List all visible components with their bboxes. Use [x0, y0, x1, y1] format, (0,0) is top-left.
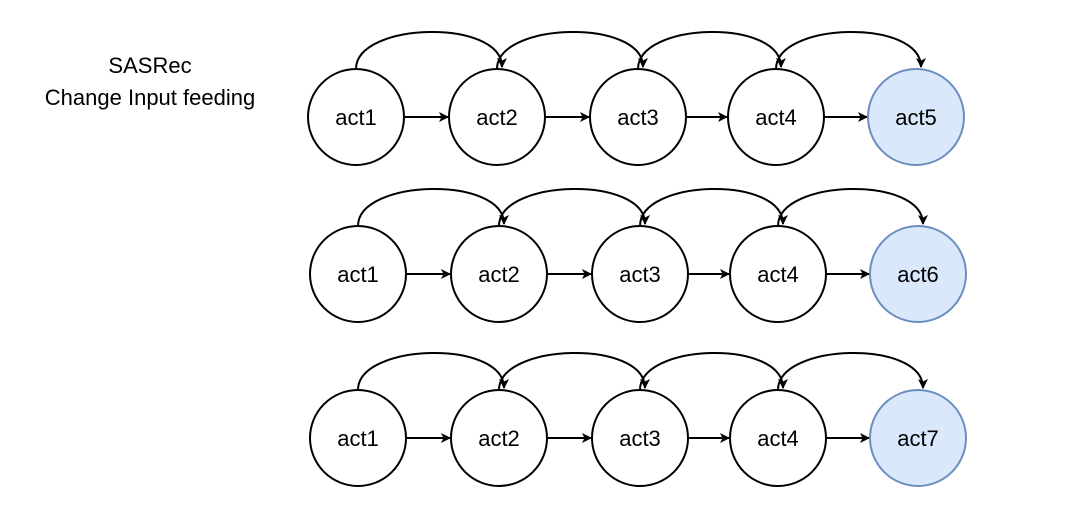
skip-connection-arrow [637, 31, 786, 70]
node-label: act1 [337, 262, 379, 287]
activity-node [729, 389, 827, 487]
activity-node [309, 389, 407, 487]
target-node [869, 225, 967, 323]
node-label: act6 [897, 262, 939, 287]
skip-connection-arrow [775, 31, 926, 70]
sequence-row-2: act1 act2 act3 act4 act6 [309, 188, 967, 323]
activity-node [450, 389, 548, 487]
skip-connection-arrow [357, 352, 509, 391]
node-label: act7 [897, 426, 939, 451]
skip-connection-arrow [357, 188, 509, 227]
activity-node [309, 225, 407, 323]
node-label: act3 [619, 262, 661, 287]
node-label: act4 [757, 262, 799, 287]
skip-connection-arrow [355, 31, 507, 70]
target-node [869, 389, 967, 487]
skip-connection-arrow [496, 31, 648, 70]
activity-node [727, 68, 825, 166]
node-label: act4 [757, 426, 799, 451]
node-label: act2 [478, 426, 520, 451]
activity-node [307, 68, 405, 166]
skip-connection-arrow [639, 352, 788, 391]
node-label: act2 [478, 262, 520, 287]
skip-connection-arrow [777, 352, 928, 391]
diagram-title-line2: Change Input feeding [44, 85, 256, 110]
sequence-row-1: act1 act2 act3 act4 act5 [307, 31, 965, 166]
node-label: act2 [476, 105, 518, 130]
node-label: act5 [895, 105, 937, 130]
target-node [867, 68, 965, 166]
activity-node [450, 225, 548, 323]
node-label: act4 [755, 105, 797, 130]
activity-node [589, 68, 687, 166]
activity-node [448, 68, 546, 166]
node-label: act3 [619, 426, 661, 451]
skip-connection-arrow [498, 188, 650, 227]
sequence-row-3: act1 act2 act3 act4 act7 [309, 352, 967, 487]
node-label: act1 [335, 105, 377, 130]
node-label: act1 [337, 426, 379, 451]
node-label: act3 [617, 105, 659, 130]
skip-connection-arrow [498, 352, 650, 391]
skip-connection-arrow [777, 188, 928, 227]
diagram-title-line1: SASRec [108, 53, 192, 78]
activity-node [591, 225, 689, 323]
skip-connection-arrow [639, 188, 788, 227]
activity-node [729, 225, 827, 323]
activity-node [591, 389, 689, 487]
